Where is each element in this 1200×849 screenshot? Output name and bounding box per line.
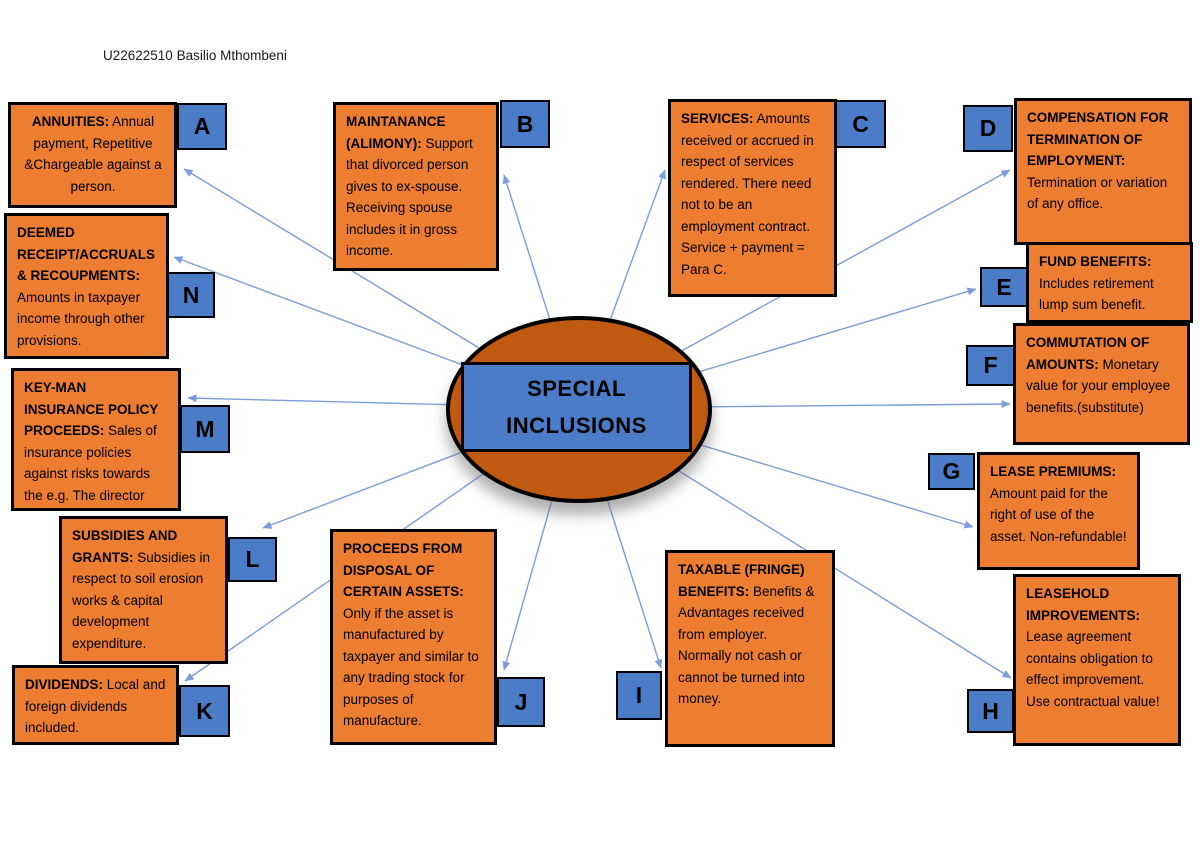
letter-tag-l: L <box>228 537 277 582</box>
node-title: KEY-MAN INSURANCE POLICY PROCEEDS: <box>24 380 159 438</box>
node-body: Amounts in taxpayer income through other… <box>17 289 145 348</box>
node-body: Includes retirement lump sum benefit. <box>1039 275 1154 313</box>
node-body: Amounts received or accrued in respect o… <box>681 111 814 277</box>
node-title: PROCEEDS FROM DISPOSAL OF CERTAIN ASSETS… <box>343 541 464 599</box>
node-deemed-receipts: DEEMED RECEIPT/ACCRUALS & RECOUPMENTS: A… <box>4 213 169 359</box>
letter-tag-h: H <box>967 689 1014 733</box>
node-compensation-termination: COMPENSATION FOR TERMINATION OF EMPLOYME… <box>1014 98 1192 245</box>
node-body: Sales of insurance policies against risk… <box>24 423 157 503</box>
letter-tag-b: B <box>500 100 550 148</box>
node-dividends: DIVIDENDS: Local and foreign dividends i… <box>12 665 179 745</box>
node-body: Support that divorced person gives to ex… <box>346 135 473 259</box>
letter-tag-g: G <box>928 453 975 490</box>
node-body: Termination or variation of any office. <box>1027 174 1168 212</box>
node-annuities: ANNUITIES: Annual payment, Repetitive &C… <box>8 102 177 208</box>
node-title: DEEMED RECEIPT/ACCRUALS & RECOUPMENTS: <box>17 225 156 283</box>
node-proceeds-disposal: PROCEEDS FROM DISPOSAL OF CERTAIN ASSETS… <box>330 529 497 745</box>
node-maintenance-alimony: MAINTANANCE (ALIMONY): Support that divo… <box>333 102 499 271</box>
node-title: LEASEHOLD IMPROVEMENTS: <box>1026 586 1141 623</box>
center-topic-line2: INCLUSIONS <box>506 413 647 438</box>
node-title: FUND BENEFITS: <box>1039 254 1152 269</box>
node-title: MAINTANANCE (ALIMONY): <box>346 114 446 151</box>
letter-tag-d: D <box>963 105 1013 152</box>
node-body: Monetary value for your employee benefit… <box>1026 356 1171 415</box>
letter-tag-n: N <box>167 272 215 318</box>
node-body: Amount paid for the right of use of the … <box>990 485 1127 544</box>
letter-tag-k: K <box>179 685 230 737</box>
node-title: TAXABLE (FRINGE) BENEFITS: <box>678 562 805 599</box>
node-body: Annual payment, Repetitive &Chargeable a… <box>24 114 162 194</box>
center-topic: SPECIAL INCLUSIONS <box>461 362 692 452</box>
letter-tag-c: C <box>835 100 886 148</box>
node-body: Only if the asset is manufactured by tax… <box>343 605 479 729</box>
author-header: U22622510 Basilio Mthombeni <box>103 48 287 63</box>
node-body: Local and foreign dividends included. <box>25 677 166 735</box>
node-body: Subsidies in respect to soil erosion wor… <box>72 549 211 651</box>
node-title: SUBSIDIES AND GRANTS: <box>72 528 178 565</box>
node-fund-benefits: FUND BENEFITS: Includes retirement lump … <box>1026 242 1193 323</box>
letter-tag-m: M <box>180 405 230 453</box>
letter-tag-j: J <box>497 677 545 727</box>
node-body: Lease agreement contains obligation to e… <box>1026 629 1160 709</box>
node-lease-premiums: LEASE PREMIUMS: Amount paid for the righ… <box>977 452 1140 570</box>
letter-tag-e: E <box>980 267 1028 307</box>
letter-tag-f: F <box>966 345 1015 386</box>
node-title: COMPENSATION FOR TERMINATION OF EMPLOYME… <box>1027 110 1169 168</box>
node-leasehold-improvements: LEASEHOLD IMPROVEMENTS: Lease agreement … <box>1013 574 1181 746</box>
letter-tag-a: A <box>177 103 227 150</box>
node-title: COMMUTATION OF AMOUNTS: <box>1026 335 1150 372</box>
center-topic-line1: SPECIAL <box>527 376 626 401</box>
node-subsidies-grants: SUBSIDIES AND GRANTS: Subsidies in respe… <box>59 516 228 664</box>
node-services: SERVICES: Amounts received or accrued in… <box>668 99 837 297</box>
node-title: DIVIDENDS: <box>25 677 104 692</box>
node-fringe-benefits: TAXABLE (FRINGE) BENEFITS: Benefits & Ad… <box>665 550 835 747</box>
node-commutation-amounts: COMMUTATION OF AMOUNTS: Monetary value f… <box>1013 323 1190 445</box>
node-body: Benefits & Advantages received from empl… <box>678 583 815 707</box>
node-title: ANNUITIES: <box>31 114 110 129</box>
node-title: LEASE PREMIUMS: <box>990 464 1117 479</box>
node-title: SERVICES: <box>681 111 754 126</box>
letter-tag-i: I <box>616 671 662 720</box>
node-keyman-insurance: KEY-MAN INSURANCE POLICY PROCEEDS: Sales… <box>11 368 181 511</box>
